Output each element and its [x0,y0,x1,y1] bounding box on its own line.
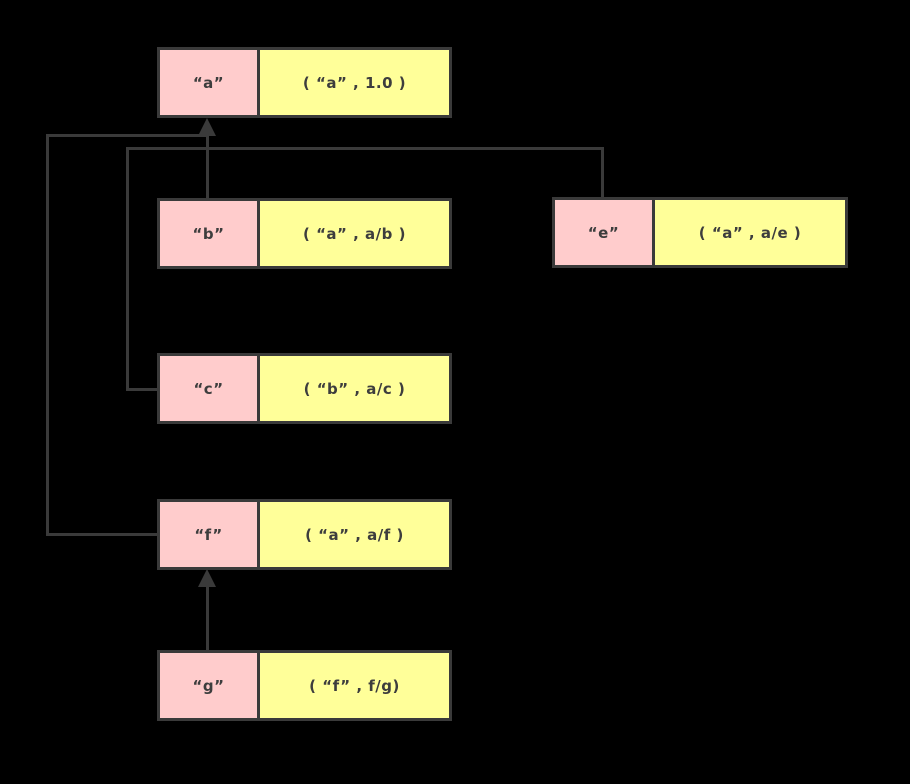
node-f-label: “f” [194,525,223,544]
edge-c-horizontal [126,388,157,391]
node-e: “e” ( “a” , a/e ) [552,197,848,268]
node-c-value: ( “b” , a/c ) [303,379,406,398]
edge-rail-horizontal [126,147,604,150]
node-e-frame-cell: “e” [555,200,655,265]
node-b-value: ( “a” , a/b ) [303,224,406,243]
node-f-value: ( “a” , a/f ) [305,525,404,544]
node-b: “b” ( “a” , a/b ) [157,198,452,269]
node-e-label: “e” [587,223,620,242]
arrowhead-into-f [198,569,216,587]
node-g-label: “g” [192,676,225,695]
edge-e-vertical [601,147,604,198]
node-b-label: “b” [192,224,225,243]
node-e-value: ( “a” , a/e ) [698,223,802,242]
node-e-value-cell: ( “a” , a/e ) [655,200,845,265]
node-c-label: “c” [193,379,224,398]
edge-f-to-a-horizontal-top [46,134,207,137]
node-a-value-cell: ( “a” , 1.0 ) [260,50,449,115]
node-a-value: ( “a” , 1.0 ) [302,73,407,92]
node-b-value-cell: ( “a” , a/b ) [260,201,449,266]
edge-f-to-a-horizontal-bottom [46,533,157,536]
node-g-frame-cell: “g” [160,653,260,718]
node-g: “g” ( “f” , f/g) [157,650,452,721]
edge-b-to-a-vertical [206,132,209,198]
node-f-frame-cell: “f” [160,502,260,567]
node-b-frame-cell: “b” [160,201,260,266]
edge-c-vertical [126,147,129,391]
node-f: “f” ( “a” , a/f ) [157,499,452,570]
node-c: “c” ( “b” , a/c ) [157,353,452,424]
edge-f-to-a-vertical [46,134,49,536]
node-a-label: “a” [192,73,225,92]
node-f-value-cell: ( “a” , a/f ) [260,502,449,567]
node-c-value-cell: ( “b” , a/c ) [260,356,449,421]
arrowhead-into-a [198,118,216,136]
node-a-frame-cell: “a” [160,50,260,115]
node-c-frame-cell: “c” [160,356,260,421]
node-g-value-cell: ( “f” , f/g) [260,653,449,718]
node-a: “a” ( “a” , 1.0 ) [157,47,452,118]
edge-g-to-f-vertical [206,583,209,650]
node-g-value: ( “f” , f/g) [309,676,400,695]
